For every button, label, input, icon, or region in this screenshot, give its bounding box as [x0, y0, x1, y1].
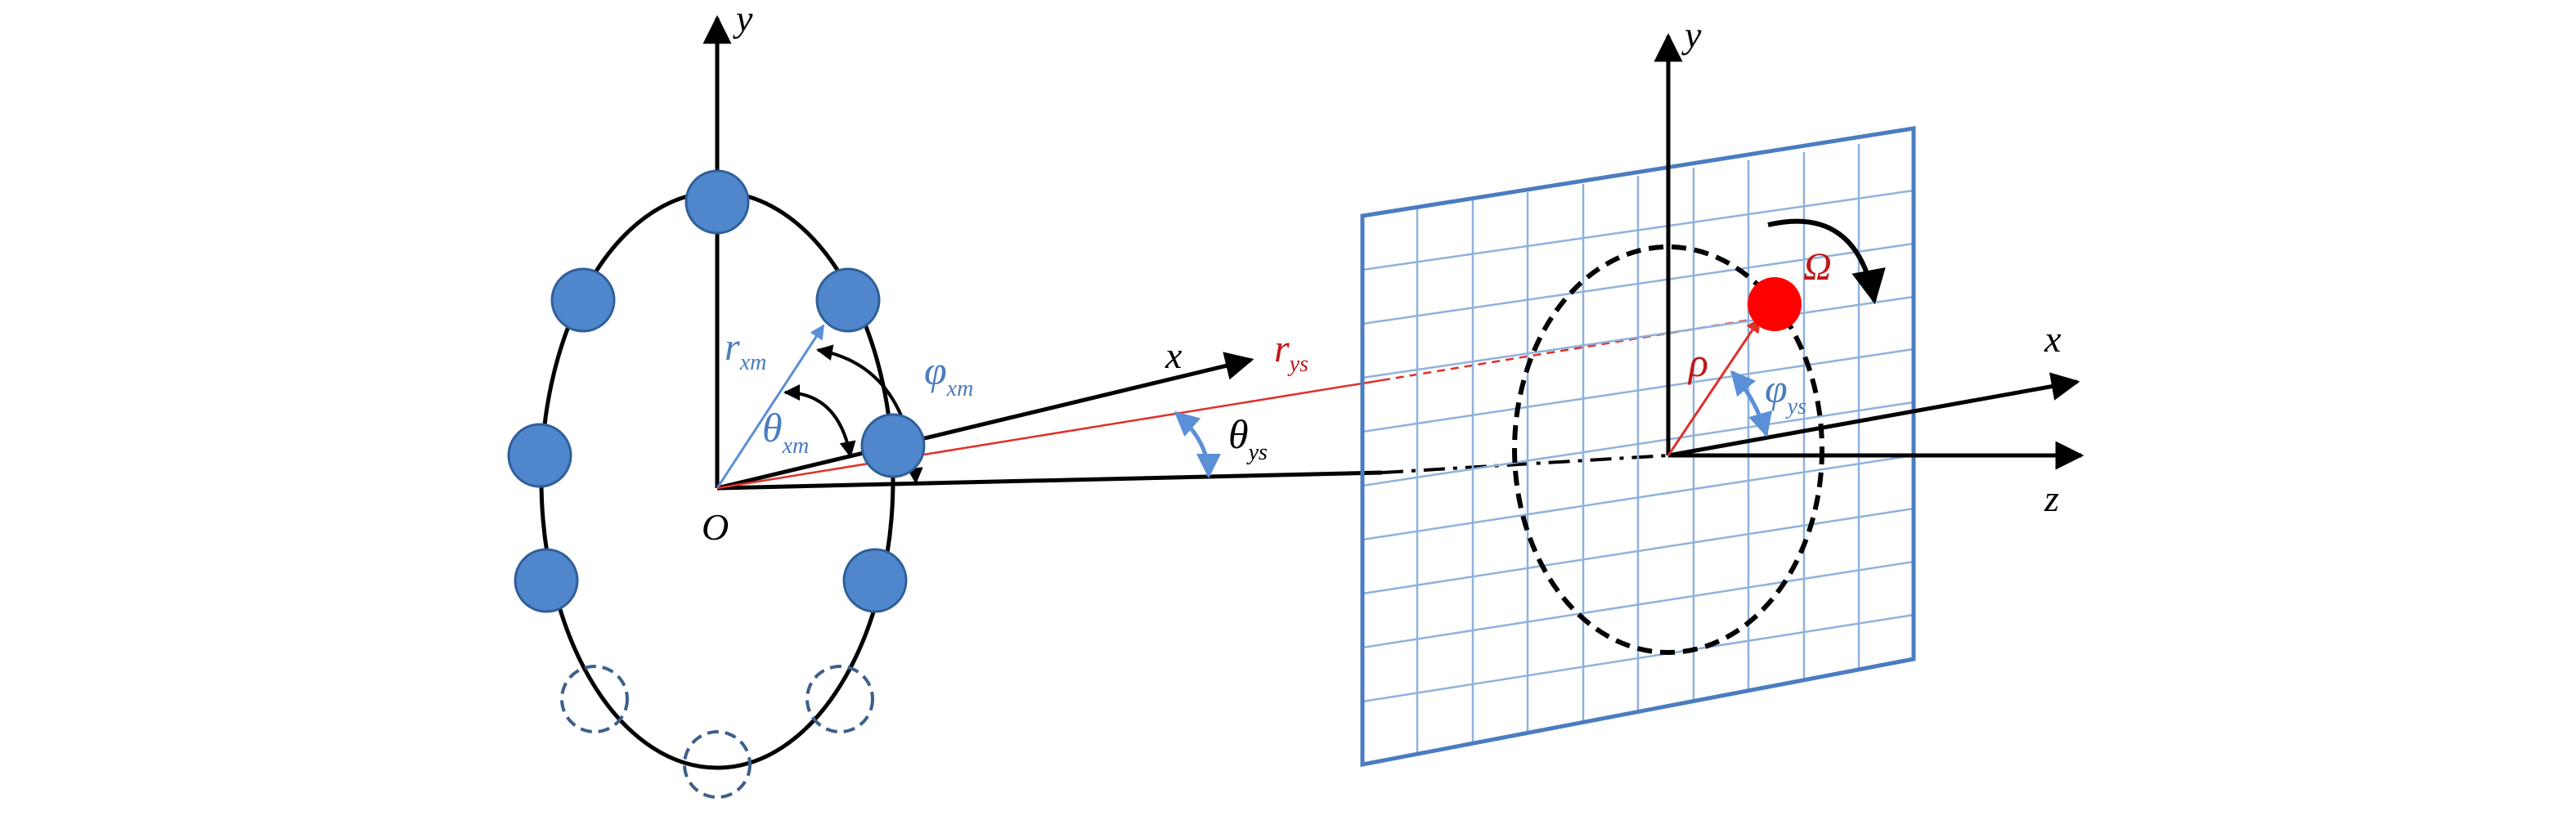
array-group: y x O rxm θxm φxm rys θys: [507, 0, 1778, 799]
right-x-axis: [1667, 372, 2080, 458]
theta-ys-label: θys: [1228, 411, 1268, 465]
screen-grid: [1362, 144, 1914, 754]
right-x-axis-label: x: [2044, 318, 2062, 360]
rho-label: ρ: [1687, 339, 1708, 385]
observation-screen: y x z ρ φys Ω: [1360, 14, 2085, 768]
target-icon: [1748, 277, 1802, 331]
rho-vector: [1667, 317, 1761, 456]
array-element-icon: [815, 267, 881, 333]
missing-element-icon: [683, 730, 752, 799]
screen-border: [1360, 126, 1916, 768]
array-element-icon: [550, 267, 616, 333]
rotation-arrow-icon: [1767, 218, 1886, 305]
r-xm-label: rxm: [725, 325, 766, 375]
right-z-axis-label: z: [2044, 478, 2059, 519]
z-propagation-dashdot: [1381, 454, 1669, 474]
array-element-icon: [514, 548, 579, 613]
array-element-icon: [842, 548, 908, 613]
array-element-icon: [860, 413, 926, 478]
left-y-axis-label: y: [733, 0, 753, 39]
theta-xm-label: θxm: [762, 405, 809, 459]
r-xm-vector: [716, 324, 825, 489]
phi-ys-label: φys: [1765, 365, 1806, 419]
r-ys-ray-dashed: [1381, 311, 1778, 382]
left-x-axis: [716, 352, 1254, 491]
omega-label: Ω: [1803, 245, 1832, 289]
beam-ring: [1512, 244, 1824, 655]
missing-element-icon: [806, 665, 874, 733]
missing-element-icon: [560, 665, 629, 733]
left-x-axis-label: x: [1165, 334, 1183, 376]
array-element-icon: [684, 169, 750, 235]
right-y-axis-label: y: [1681, 14, 1702, 56]
phi-xm-label: φxm: [924, 347, 973, 401]
r-ys-ray-solid: [716, 379, 1383, 490]
z-propagation-line: [716, 470, 1383, 491]
array-element-icon: [507, 423, 572, 488]
theta-ys-arc: [1174, 411, 1221, 478]
r-ys-label: rys: [1274, 327, 1308, 377]
phi-ys-arc: [1730, 370, 1772, 437]
origin-label: O: [702, 506, 729, 548]
